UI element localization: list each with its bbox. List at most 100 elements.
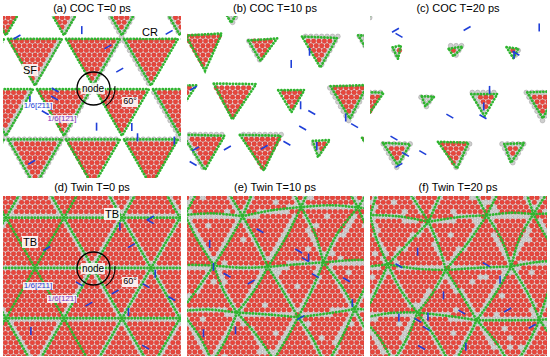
atom <box>49 90 54 95</box>
atom <box>14 322 19 327</box>
atom <box>6 118 11 123</box>
atom <box>73 303 78 308</box>
atom <box>3 303 8 308</box>
atom <box>11 270 16 275</box>
atom <box>38 156 43 161</box>
atom <box>3 205 5 210</box>
atom <box>176 303 181 308</box>
atom <box>98 205 103 210</box>
atom <box>154 200 159 205</box>
atom <box>260 156 265 161</box>
burgers-arrow <box>419 151 426 155</box>
atom <box>84 142 89 147</box>
atom <box>138 237 143 242</box>
atom <box>143 151 148 156</box>
atom <box>65 196 70 200</box>
atom <box>125 196 130 200</box>
atom <box>203 57 208 62</box>
atom <box>138 57 143 62</box>
burgers-arrow <box>299 126 306 130</box>
atom <box>25 228 30 233</box>
atom <box>14 95 19 100</box>
atom <box>133 209 138 214</box>
atom <box>179 223 182 228</box>
atom <box>165 142 170 147</box>
atom <box>168 242 173 247</box>
atom <box>176 237 181 242</box>
atom <box>95 160 100 165</box>
atom <box>146 165 151 170</box>
atom <box>57 200 62 205</box>
atom <box>532 95 537 100</box>
atom <box>157 146 162 151</box>
atom <box>114 261 119 266</box>
atom <box>100 322 105 327</box>
atom <box>152 205 157 210</box>
atom <box>3 279 5 284</box>
atom <box>81 289 86 294</box>
atom <box>317 39 322 44</box>
atom <box>170 95 175 100</box>
atom <box>146 146 151 151</box>
atom <box>17 90 22 95</box>
atom <box>146 242 151 247</box>
atom <box>84 57 89 62</box>
atom <box>84 322 89 327</box>
atom <box>157 223 162 228</box>
atom <box>89 142 94 147</box>
dislocation-line <box>66 139 120 178</box>
atom <box>106 228 111 233</box>
atom <box>162 90 167 95</box>
atom <box>133 200 138 205</box>
atom <box>143 48 148 53</box>
atom <box>127 219 132 224</box>
atom <box>49 205 54 210</box>
atom <box>135 270 140 275</box>
atom <box>119 270 124 275</box>
atom <box>14 284 19 289</box>
atom <box>508 146 513 151</box>
burgers-arrow <box>190 86 197 90</box>
atom <box>149 48 154 53</box>
atom <box>170 104 175 109</box>
atom <box>87 165 92 170</box>
atom <box>33 223 38 228</box>
atom <box>60 205 65 210</box>
atom <box>130 261 135 266</box>
atom <box>173 242 178 247</box>
atom <box>138 331 143 336</box>
atom <box>146 53 151 58</box>
atom <box>127 237 132 242</box>
atom <box>62 95 67 100</box>
atom <box>116 284 121 289</box>
atom <box>73 256 78 261</box>
atom <box>71 308 76 313</box>
atom <box>71 223 76 228</box>
atom <box>30 48 35 53</box>
atom <box>130 223 135 228</box>
atom <box>3 109 5 114</box>
atom <box>81 53 86 58</box>
atom <box>198 151 203 156</box>
atom <box>206 146 211 151</box>
atom <box>22 53 27 58</box>
atom <box>122 256 127 261</box>
atom <box>19 95 24 100</box>
atom <box>141 146 146 151</box>
atom <box>125 233 130 238</box>
atom <box>146 156 151 161</box>
atom <box>60 242 65 247</box>
atom <box>8 104 13 109</box>
atom <box>60 270 65 275</box>
atom <box>25 331 30 336</box>
atom <box>106 142 111 147</box>
atom <box>17 43 22 48</box>
atom <box>44 205 49 210</box>
atom <box>344 95 349 100</box>
atom <box>170 113 175 118</box>
atom <box>71 261 76 266</box>
atom <box>87 156 92 161</box>
atom <box>100 142 105 147</box>
atom <box>103 223 108 228</box>
dislocation-line <box>214 84 256 120</box>
